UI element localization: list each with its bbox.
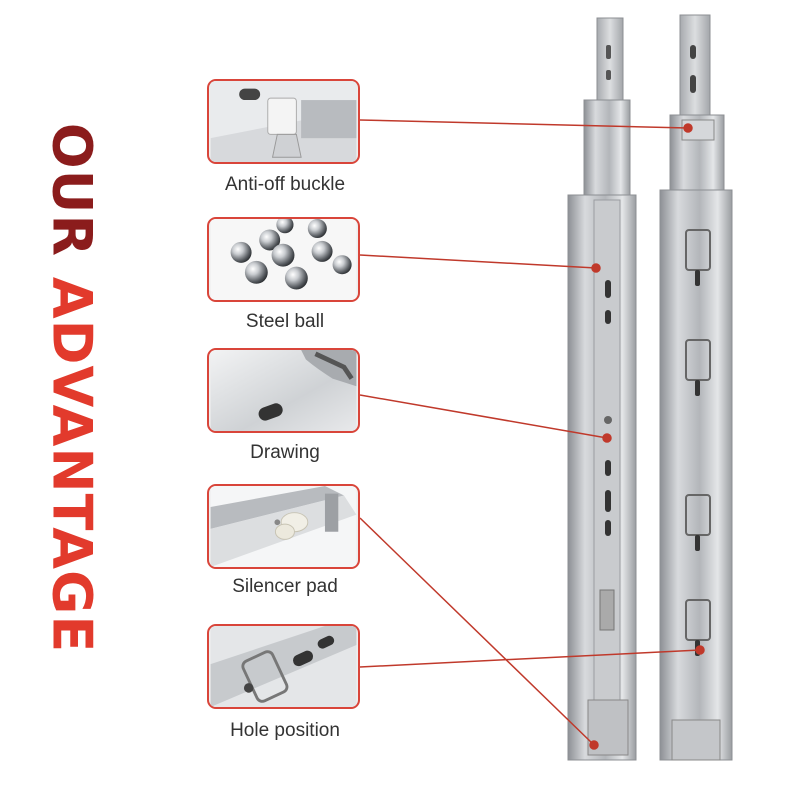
leader-dot-anti-off-buckle [683,123,693,133]
leader-anti-off-buckle [359,119,689,129]
caption-hole-position: Hole position [230,720,340,741]
caption-drawing: Drawing [250,442,320,463]
leader-dot-steel-ball [591,263,601,273]
caption-steel-ball: Steel ball [245,311,325,332]
leader-dot-silencer-pad [589,740,599,750]
caption-silencer-pad: Silencer pad [232,576,338,597]
right-rail [659,14,733,761]
detail-hole-position [207,624,360,709]
leader-dot-drawing [602,433,612,443]
leader-dot-hole-position [695,645,705,655]
leader-drawing [359,394,608,439]
steel-ball-closeup [210,219,357,300]
leader-silencer-pad [359,517,595,746]
leader-steel-ball [359,254,597,269]
detail-silencer-pad [207,484,360,569]
left-rail [567,17,637,761]
caption-anti-off-buckle: Anti-off buckle [224,174,346,195]
detail-anti-off-buckle [207,79,360,164]
leader-hole-position [359,649,701,668]
silencer-pad-closeup [210,486,357,567]
detail-steel-ball [207,217,360,302]
hole-position-closeup [210,626,357,707]
drawing-closeup [210,350,357,431]
anti-off-buckle-closeup [210,81,357,162]
detail-drawing [207,348,360,433]
